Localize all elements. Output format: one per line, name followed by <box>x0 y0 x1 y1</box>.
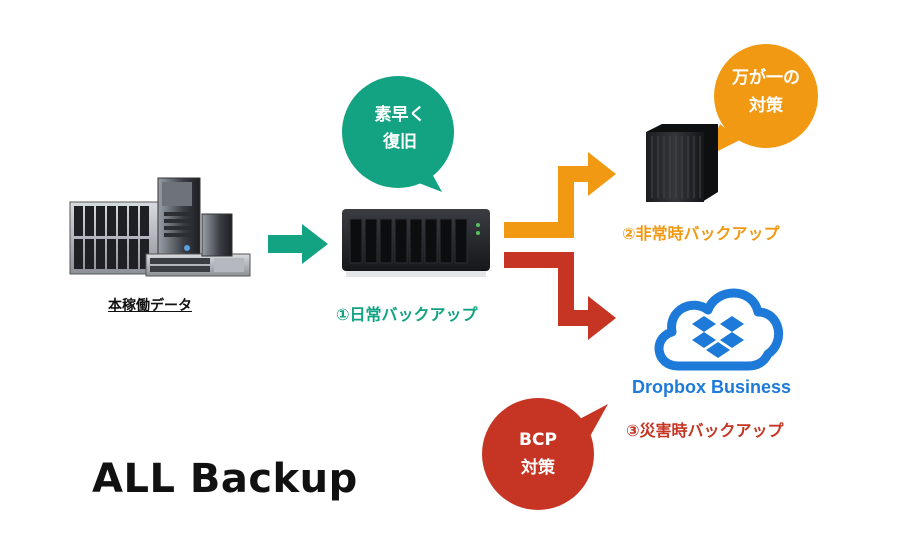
dropbox-cloud-icon <box>654 288 783 371</box>
daily-backup-label: ①日常バックアップ <box>336 305 478 324</box>
source-data-label: 本稼働データ <box>108 298 192 314</box>
orange-branch-arrow <box>504 152 616 238</box>
dropbox-business-logo-text: Dropbox Business <box>632 377 792 397</box>
quick-restore-bubble <box>342 76 454 192</box>
nas-device-icon <box>342 209 490 277</box>
page-title: ALL Backup <box>92 456 358 502</box>
emergency-backup-label: ②非常時バックアップ <box>622 224 780 243</box>
disaster-bubble <box>482 398 608 510</box>
arrow-right-icon <box>268 224 328 264</box>
emergency-bubble-line1: 万が一の <box>732 68 800 88</box>
emergency-bubble-line2: 対策 <box>749 96 783 116</box>
disaster-bubble-line2: 対策 <box>521 458 555 478</box>
quick-restore-bubble-line1: 素早く <box>374 105 426 125</box>
server-rack-icon <box>69 177 251 277</box>
red-branch-arrow <box>504 252 616 340</box>
disaster-backup-label: ③災害時バックアップ <box>626 421 784 440</box>
external-hdd-icon <box>646 124 718 202</box>
quick-restore-bubble-line2: 復旧 <box>383 132 417 152</box>
disaster-bubble-line1: BCP <box>519 430 557 450</box>
